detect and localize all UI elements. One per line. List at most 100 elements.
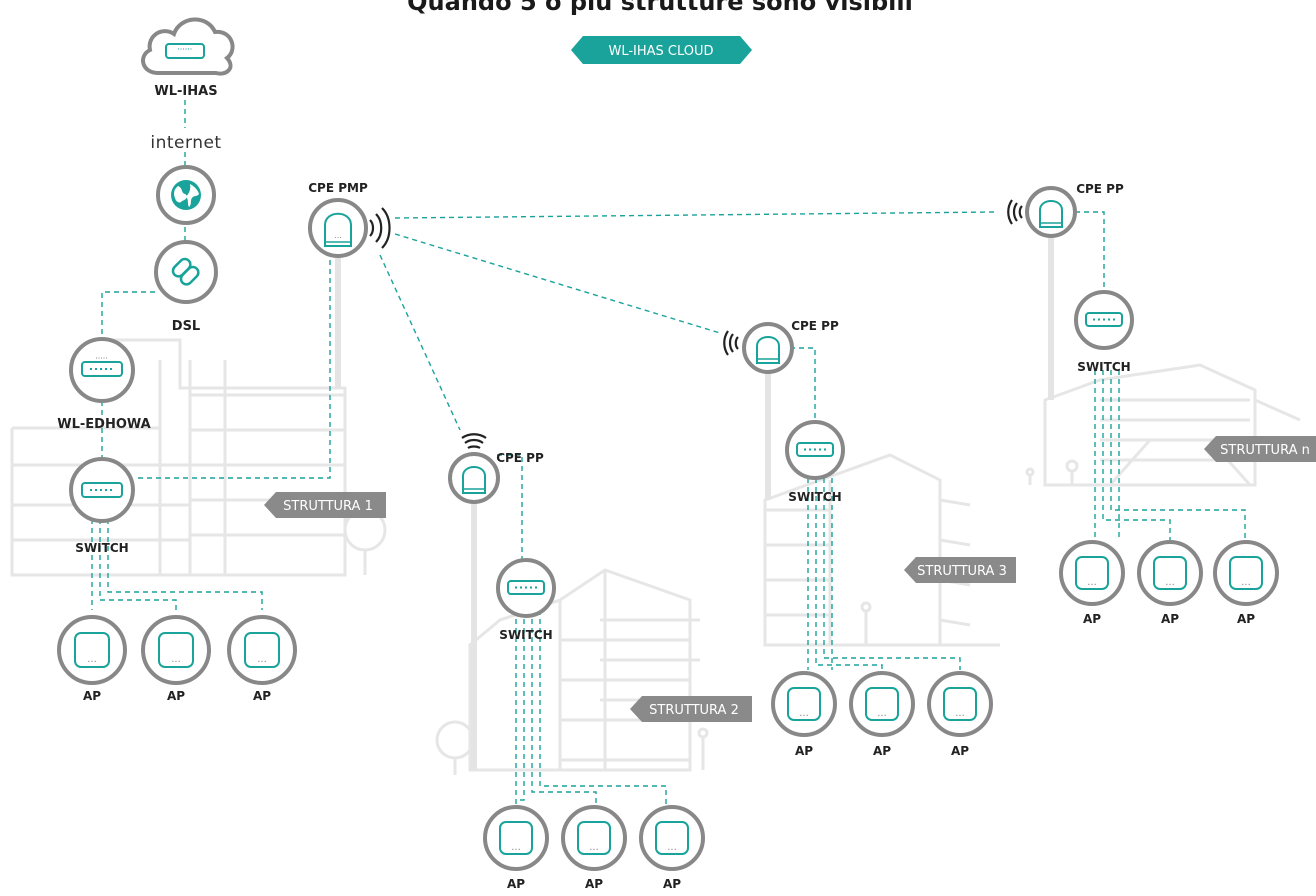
access-point-icon bbox=[943, 687, 977, 721]
page-title: Quando 5 o più strutture sono visibili bbox=[407, 0, 913, 16]
globe-icon bbox=[171, 180, 201, 210]
ap-label: AP bbox=[1161, 612, 1179, 626]
structure-3-label: STRUTTURA 3 bbox=[917, 564, 1007, 579]
ap-group-2: ... ... ... AP AP AP bbox=[483, 805, 705, 891]
ap-node: ... bbox=[57, 615, 127, 685]
svg-text:...: ... bbox=[1165, 577, 1175, 588]
switch-icon bbox=[81, 482, 123, 498]
svg-text:...: ... bbox=[667, 842, 677, 853]
structure-1-label: STRUTTURA 1 bbox=[283, 499, 373, 514]
access-point-icon bbox=[1075, 556, 1109, 590]
ap-label: AP bbox=[795, 744, 813, 758]
cpe-pp-2-label: CPE PP bbox=[496, 451, 544, 465]
switch-node-1 bbox=[69, 457, 135, 523]
svg-text:...: ... bbox=[1241, 577, 1251, 588]
ap-label: AP bbox=[585, 877, 603, 891]
dsl-label: DSL bbox=[172, 319, 200, 334]
ap-node: ... bbox=[141, 615, 211, 685]
structure-tag-n: STRUTTURA n bbox=[1204, 436, 1316, 462]
structure-tag-1: STRUTTURA 1 bbox=[264, 492, 386, 518]
svg-text:...: ... bbox=[87, 654, 97, 665]
svg-text:...: ... bbox=[955, 708, 965, 719]
access-point-icon bbox=[74, 632, 110, 668]
wl-ihas-label: WL-IHAS bbox=[154, 84, 217, 99]
structure-tag-2: STRUTTURA 2 bbox=[630, 696, 752, 722]
ap-node: ... bbox=[639, 805, 705, 871]
svg-text:...: ... bbox=[877, 708, 887, 719]
access-point-icon bbox=[577, 821, 611, 855]
switch-node-2 bbox=[496, 558, 556, 618]
switch-icon bbox=[1085, 312, 1123, 327]
antenna-icon bbox=[1039, 200, 1063, 228]
ap-group-1: ... ... ... AP AP AP bbox=[57, 615, 297, 703]
wl-edhowa-label: WL-EDHOWA bbox=[57, 417, 150, 432]
switch-label-1: SWITCH bbox=[75, 541, 128, 555]
antenna-icon bbox=[756, 336, 780, 364]
building-2 bbox=[435, 568, 709, 775]
ap-node: ... bbox=[1059, 540, 1125, 606]
building-n bbox=[1025, 363, 1301, 487]
ap-node: ... bbox=[927, 671, 993, 737]
access-point-icon bbox=[244, 632, 280, 668]
ap-label: AP bbox=[1083, 612, 1101, 626]
ap-label: AP bbox=[507, 877, 525, 891]
signal-waves-icon bbox=[461, 433, 487, 449]
ap-node: ... bbox=[771, 671, 837, 737]
connections bbox=[91, 100, 1246, 805]
signal-waves-icon bbox=[369, 207, 391, 249]
ap-group-3: ... ... ... AP AP AP bbox=[771, 671, 993, 758]
cpe-pmp-node: ... bbox=[308, 198, 391, 258]
switch-icon bbox=[507, 580, 545, 595]
structure-n-label: STRUTTURA n bbox=[1220, 443, 1310, 458]
antenna-icon bbox=[324, 212, 352, 247]
ap-group-n: ... ... ... AP AP AP bbox=[1059, 540, 1279, 626]
ap-node: ... bbox=[227, 615, 297, 685]
ap-node: ... bbox=[849, 671, 915, 737]
svg-text:...: ... bbox=[257, 654, 267, 665]
structure-tag-3: STRUTTURA 3 bbox=[904, 557, 1016, 583]
access-point-icon bbox=[158, 632, 194, 668]
svg-text:...: ... bbox=[799, 708, 809, 719]
switch-label-n: SWITCH bbox=[1077, 360, 1130, 374]
signal-waves-icon bbox=[723, 330, 739, 356]
svg-text:...: ... bbox=[511, 842, 521, 853]
cloud-icon bbox=[141, 17, 235, 76]
switch-label-3: SWITCH bbox=[788, 490, 841, 504]
ap-node: ... bbox=[483, 805, 549, 871]
ap-node: ... bbox=[561, 805, 627, 871]
ap-node: ... bbox=[1213, 540, 1279, 606]
building-3 bbox=[763, 453, 1000, 647]
ap-label: AP bbox=[873, 744, 891, 758]
ap-label: AP bbox=[83, 689, 101, 703]
svg-text:...: ... bbox=[589, 842, 599, 853]
wl-edhowa-node bbox=[69, 337, 135, 403]
ap-label: AP bbox=[253, 689, 271, 703]
cpe-pp-3-node bbox=[723, 322, 794, 374]
access-point-icon bbox=[655, 821, 689, 855]
ap-node: ... bbox=[1137, 540, 1203, 606]
link-icon bbox=[171, 257, 200, 286]
svg-text:...: ... bbox=[1087, 577, 1097, 588]
internet-label: internet bbox=[150, 133, 221, 153]
building-1 bbox=[10, 338, 387, 577]
cloud-tag-label: WL-IHAS CLOUD bbox=[608, 44, 713, 59]
access-point-icon bbox=[1229, 556, 1263, 590]
ap-label: AP bbox=[1237, 612, 1255, 626]
cpe-pp-2-node bbox=[448, 433, 500, 504]
ap-label: AP bbox=[167, 689, 185, 703]
structure-2-label: STRUTTURA 2 bbox=[649, 703, 739, 718]
cpe-pp-3-label: CPE PP bbox=[791, 319, 839, 333]
switch-label-2: SWITCH bbox=[499, 628, 552, 642]
switch-node-n bbox=[1074, 290, 1134, 350]
cpe-pmp-label: CPE PMP bbox=[308, 181, 368, 195]
svg-text:...: ... bbox=[171, 654, 181, 665]
access-point-icon bbox=[865, 687, 899, 721]
access-point-icon bbox=[787, 687, 821, 721]
ap-label: AP bbox=[951, 744, 969, 758]
ap-label: AP bbox=[663, 877, 681, 891]
globe-node bbox=[156, 165, 216, 225]
antenna-icon bbox=[462, 466, 486, 494]
cloud-tag: WL-IHAS CLOUD bbox=[571, 36, 752, 64]
